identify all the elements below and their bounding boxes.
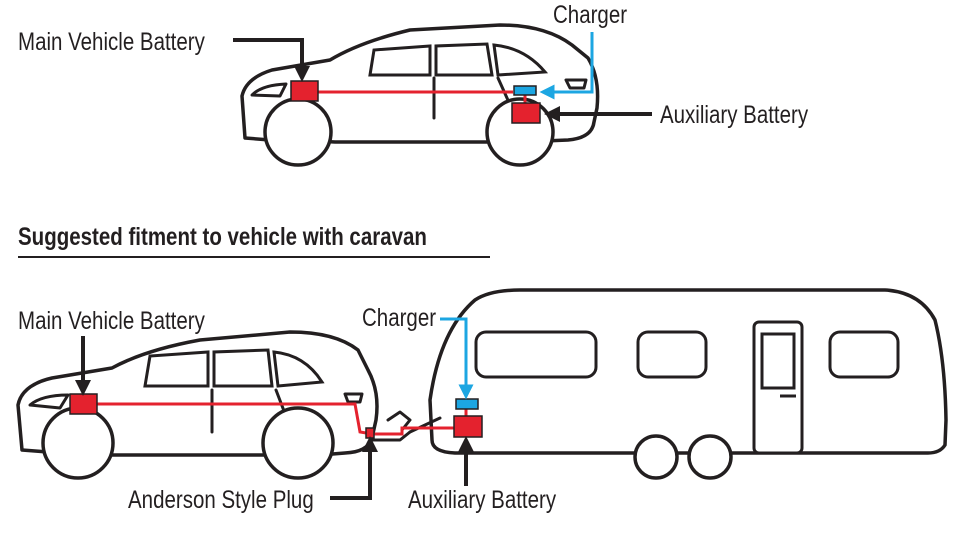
caravan-wheel-2 <box>687 434 733 480</box>
car-bottom-window-middle <box>212 348 274 388</box>
car-top-window-front <box>368 44 432 77</box>
caravan <box>408 288 948 480</box>
bottom-plug-arrow <box>330 436 378 500</box>
car-bottom <box>16 330 412 480</box>
bottom-main-battery <box>69 393 98 415</box>
bottom-charger-label: Charger <box>362 303 436 331</box>
top-charger-label: Charger <box>553 0 627 28</box>
caravan-drawbar <box>408 416 442 434</box>
car-bottom-taillight <box>343 392 364 404</box>
car-bottom-headlight <box>28 393 70 410</box>
top-charger-arrow <box>539 32 594 100</box>
car-bottom-rear-wheel <box>261 406 335 480</box>
bottom-aux-battery <box>453 415 483 438</box>
top-charger <box>513 85 537 96</box>
bottom-aux-battery-label: Auxiliary Battery <box>408 485 557 513</box>
section-heading: Suggested fitment to vehicle with carava… <box>18 222 427 250</box>
top-aux-battery <box>511 102 541 124</box>
top-diagram: Main Vehicle Battery Charger Auxiliary B… <box>18 0 809 167</box>
caravan-door-window <box>760 332 796 390</box>
car-top-headlight <box>250 82 288 98</box>
car-top-window-middle <box>434 42 494 77</box>
caravan-wheel-1 <box>633 434 679 480</box>
car-bottom-front-wheel <box>41 406 115 480</box>
top-main-battery-arrow <box>233 38 310 82</box>
car-top-window-rear <box>492 43 549 77</box>
bottom-main-battery-label: Main Vehicle Battery <box>18 306 205 334</box>
caravan-window-2 <box>636 330 708 379</box>
car-bottom-window-front <box>143 350 210 388</box>
car-bottom-window-rear <box>272 350 325 388</box>
bottom-diagram: Main Vehicle Battery Charger Auxiliary B… <box>16 288 948 513</box>
caravan-window-1 <box>474 330 598 379</box>
car-top-taillight <box>564 78 588 90</box>
top-main-battery-label: Main Vehicle Battery <box>18 27 205 55</box>
top-main-battery <box>290 80 319 102</box>
caravan-window-3 <box>828 330 900 379</box>
tow-hitch <box>370 410 412 442</box>
bottom-charger <box>455 398 479 410</box>
top-aux-battery-label: Auxiliary Battery <box>660 100 809 128</box>
bottom-charger-arrow <box>440 317 474 400</box>
car-top-front-wheel <box>263 97 333 167</box>
bottom-plug-label: Anderson Style Plug <box>128 485 314 513</box>
bottom-plug <box>365 427 375 439</box>
